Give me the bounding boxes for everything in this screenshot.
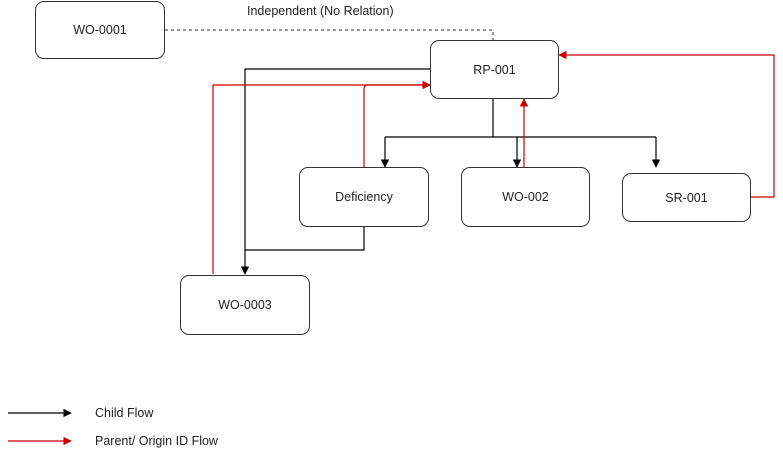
child-flow-bus xyxy=(385,99,656,138)
node-deficiency[interactable]: Deficiency xyxy=(299,167,429,227)
parent-flow-deficiency-to-rp xyxy=(363,80,431,167)
node-wo-0003[interactable]: WO-0003 xyxy=(180,275,310,335)
legend-parent-flow-label: Parent/ Origin ID Flow xyxy=(95,434,218,448)
legend-child-flow-label: Child Flow xyxy=(95,406,154,420)
parent-flow-sr001-to-rp xyxy=(558,50,775,198)
node-wo-002[interactable]: WO-002 xyxy=(461,167,590,227)
relation-label: Independent (No Relation) xyxy=(247,4,394,18)
child-flow-deficiency-to-wo0003 xyxy=(245,227,365,251)
node-sr-001[interactable]: SR-001 xyxy=(622,173,751,222)
parent-flow-wo0003-to-rp xyxy=(212,80,431,274)
child-flow-rp-to-wo0003 xyxy=(240,68,430,275)
node-rp-001[interactable]: RP-001 xyxy=(430,40,559,99)
node-wo-0001[interactable]: WO-0001 xyxy=(35,1,165,59)
independent-relation-line xyxy=(165,29,494,40)
